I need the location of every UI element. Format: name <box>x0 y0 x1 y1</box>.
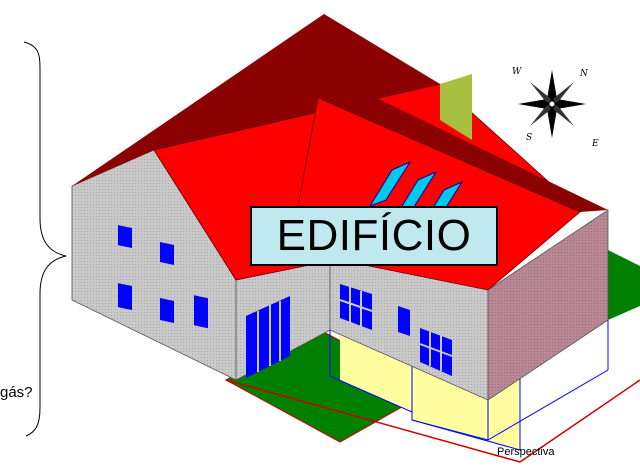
partial-text: gás? <box>0 384 33 401</box>
window <box>420 328 452 376</box>
lawn-right <box>608 250 640 320</box>
curly-brace <box>23 41 67 437</box>
window <box>118 225 132 249</box>
compass-w: W <box>512 67 522 77</box>
window <box>398 306 410 336</box>
compass-s: S <box>526 133 532 143</box>
main-roof-shade <box>72 14 440 186</box>
window <box>340 284 372 330</box>
compass-e: E <box>591 139 599 149</box>
roof-gable-end <box>440 74 472 140</box>
page-title: EDIFÍCIO <box>276 211 472 260</box>
compass-rose-icon: N W S E <box>512 67 599 149</box>
title-box: EDIFÍCIO <box>250 206 498 266</box>
wing-roof-shade <box>318 88 608 212</box>
window <box>160 298 174 323</box>
window <box>194 295 208 329</box>
skylight <box>368 160 412 207</box>
window <box>160 242 174 265</box>
caption: Perspectiva <box>497 446 555 458</box>
compass-n: N <box>579 69 589 79</box>
window <box>118 283 132 311</box>
